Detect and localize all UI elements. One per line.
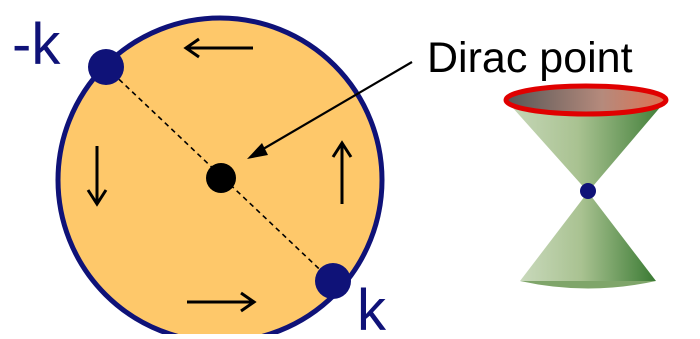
arrow-up-icon [331,140,353,204]
arrow-right-icon [187,291,257,313]
dirac-cone-bottom-edge [520,281,656,289]
k-label: k [357,278,387,334]
dirac-point-dot [206,163,236,193]
arrow-down-icon [86,146,108,207]
dirac-cone [503,83,669,289]
dirac-cone-lower [520,192,656,281]
dirac-pointer-arrow [247,61,413,159]
dirac-point-label: Dirac point [427,34,633,82]
dirac-cone-upper [504,98,668,192]
dirac-cone-point [580,183,596,199]
k-point [315,263,351,299]
minus-k-point [88,49,124,85]
minus-k-label: -k [12,12,61,77]
dirac-cone-rim [503,83,669,117]
arrow-left-icon [183,37,253,59]
